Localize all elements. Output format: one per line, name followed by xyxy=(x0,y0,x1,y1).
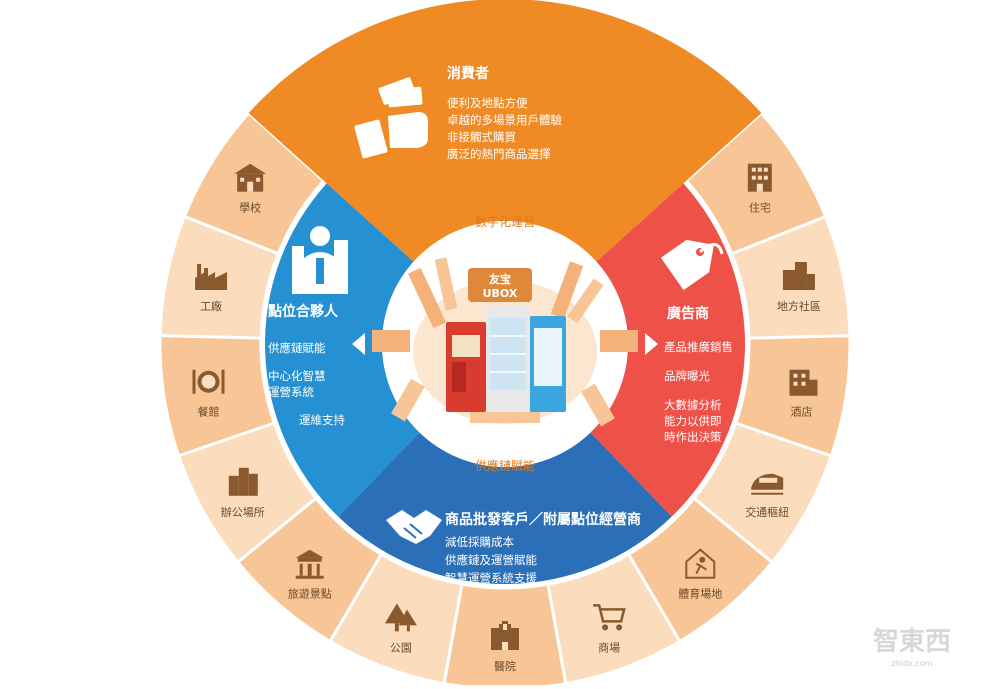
partner-title: 點位合夥人 xyxy=(268,303,339,320)
location-label: 住宅 xyxy=(749,201,771,215)
watermark: 智東西 zhidx.com xyxy=(873,627,951,668)
location-tile xyxy=(691,421,834,565)
location-tile xyxy=(733,334,852,458)
sports-venue-icon xyxy=(685,548,716,579)
ubox-logo-badge xyxy=(468,268,532,302)
location-label: 公園 xyxy=(390,641,412,654)
merchant-point: 供應鏈及運營賦能 xyxy=(445,553,537,567)
arrow-from-merchant xyxy=(494,474,516,488)
merchant-point: 減低採購成本 xyxy=(445,535,514,549)
arrow-from-consumer xyxy=(494,188,516,203)
partner-point: 運營系統 xyxy=(268,385,314,399)
consumer-point: 廣泛的熱門商品選擇 xyxy=(447,147,551,161)
factory-icon xyxy=(195,263,228,290)
advertiser-content: 廣告商 產品推廣銷售 品牌曝光 大數據分析 能力以供即 時作出決策 xyxy=(660,239,733,444)
partner-point: 供應鏈賦能 xyxy=(268,341,326,355)
merchant-title: 商品批發客戶／附屬點位經營商 xyxy=(445,511,641,528)
location-label: 學校 xyxy=(239,201,261,215)
arrow-to-advertiser xyxy=(645,333,658,355)
location-label: 辦公場所 xyxy=(221,505,265,519)
watermark-text: 智東西 xyxy=(873,627,951,657)
vending-machines-illustration: 友宝 UBOX xyxy=(446,268,566,412)
advertiser-point: 時作出決策 xyxy=(664,430,722,444)
location-label: 交通樞紐 xyxy=(745,505,789,519)
location-tile xyxy=(158,334,277,458)
merchant-content: 商品批發客戶／附屬點位經營商 減低採購成本 供應鏈及運營賦能 智慧運營系統支援 xyxy=(386,510,641,585)
restaurant-icon xyxy=(192,369,225,394)
advertiser-point: 大數據分析 xyxy=(664,398,722,412)
consumer-point: 卓越的多場景用戶體驗 xyxy=(447,113,562,127)
park-icon xyxy=(384,603,417,632)
consumer-point: 便利及地點方便 xyxy=(447,96,528,110)
advertiser-point: 能力以供即 xyxy=(664,414,722,428)
partner-point: 運維支持 xyxy=(299,413,345,427)
merchant-segment xyxy=(338,432,672,584)
hub-top-label: 數字化運營 xyxy=(475,214,535,229)
landmark-icon xyxy=(295,549,324,579)
segment-layer xyxy=(248,0,762,584)
arrow-to-partner xyxy=(352,333,365,355)
partner-point: 中心化智慧 xyxy=(268,369,326,383)
train-icon xyxy=(751,473,784,495)
cash-payment-icon xyxy=(354,77,428,159)
school-icon xyxy=(234,163,267,192)
location-ring: 學校 工廠 餐館 辦公場所 旅遊景點 公園 醫院 商場 體育場地 xyxy=(158,111,852,689)
partner-content: 點位合夥人 供應鏈賦能 中心化智慧 運營系統 運維支持 xyxy=(268,226,348,427)
price-tag-icon xyxy=(660,239,724,291)
shopping-cart-icon xyxy=(593,604,626,631)
location-label: 地方社區 xyxy=(777,299,821,313)
advertiser-title: 廣告商 xyxy=(667,305,709,322)
businessman-city-icon xyxy=(292,226,348,294)
residential-icon xyxy=(747,163,772,192)
office-icon xyxy=(228,467,258,496)
handshake-icon xyxy=(386,510,442,544)
advertiser-point: 產品推廣銷售 xyxy=(664,340,733,354)
location-label: 商場 xyxy=(598,640,620,654)
location-label: 旅遊景點 xyxy=(288,587,332,601)
consumer-point: 非接觸式購買 xyxy=(447,130,516,144)
merchant-point: 智慧運營系統支援 xyxy=(445,571,537,585)
brand-name-en: UBOX xyxy=(483,287,518,300)
hospital-icon xyxy=(491,621,519,650)
location-label: 酒店 xyxy=(790,405,812,419)
location-label: 工廠 xyxy=(200,299,222,313)
consumer-title: 消費者 xyxy=(447,65,489,82)
consumer-content: 消費者 便利及地點方便 卓越的多場景用戶體驗 非接觸式購買 廣泛的熱門商品選擇 xyxy=(354,65,562,161)
consumer-segment xyxy=(248,0,762,262)
location-label: 餐館 xyxy=(198,405,220,419)
hub-bottom-label: 供應鏈賦能 xyxy=(475,458,535,473)
brand-name-cn: 友宝 xyxy=(489,272,511,286)
community-icon xyxy=(782,261,815,290)
hotel-icon xyxy=(789,369,818,396)
advertiser-point: 品牌曝光 xyxy=(664,369,710,383)
watermark-url: zhidx.com xyxy=(892,659,933,668)
location-label: 醫院 xyxy=(494,659,516,673)
location-label: 體育場地 xyxy=(678,587,722,601)
